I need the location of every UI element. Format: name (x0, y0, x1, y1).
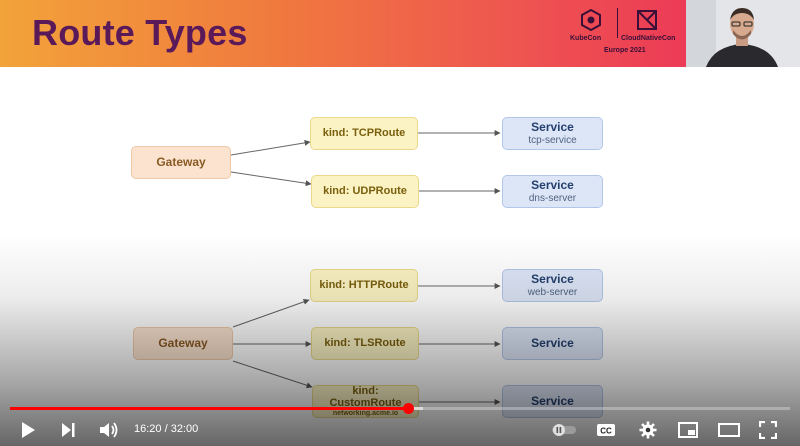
slide-title: Route Types (32, 12, 248, 53)
route-kind-label: kind: TLSRoute (324, 337, 406, 350)
fullscreen-icon (759, 421, 777, 439)
gateway-box: Gateway (131, 146, 231, 179)
captions-label: CC (600, 427, 612, 436)
autoplay-toggle[interactable] (550, 418, 578, 442)
miniplayer-icon (678, 422, 698, 438)
service-name: dns-server (528, 192, 577, 204)
logo-divider (617, 8, 618, 38)
dns-server-box: Service dns-server (502, 175, 603, 208)
theater-icon (718, 423, 740, 437)
tcp-service-box: Service tcp-service (502, 117, 603, 150)
route-kind-label: kind: UDPRoute (323, 185, 407, 198)
gateway-box: Gateway (133, 327, 233, 360)
fullscreen-button[interactable] (756, 418, 780, 442)
tcproute-box: kind: TCPRoute (310, 117, 418, 150)
theater-mode-button[interactable] (716, 418, 742, 442)
cloudnativecon-label: CloudNativeCon (621, 35, 676, 42)
route-kind-label: kind: HTTPRoute (319, 279, 409, 292)
speaker-silhouette-icon (686, 0, 800, 67)
service-title: Service (531, 271, 574, 286)
next-icon (62, 423, 75, 437)
gateway-label: Gateway (156, 154, 206, 169)
play-button[interactable] (16, 418, 40, 442)
speaker-webcam (686, 0, 800, 67)
event-edition: Europe 2021 (604, 47, 646, 54)
web-server-box: Service web-server (502, 269, 603, 302)
autoplay-toggle-icon (552, 424, 576, 436)
service-title: Service (531, 119, 574, 134)
volume-button[interactable] (97, 418, 121, 442)
httproute-box: kind: HTTPRoute (310, 269, 418, 302)
kubecon-label: KubeCon (570, 35, 602, 42)
service-title: Service (531, 335, 574, 350)
time-display: 16:20 / 32:00 (134, 423, 199, 435)
miniplayer-button[interactable] (676, 418, 700, 442)
customroute-box: kind: CustomRoute networking.acme.io (312, 385, 419, 418)
route-kind-label: kind: TCPRoute (322, 127, 406, 140)
gear-icon (639, 421, 657, 439)
service-title: Service (531, 177, 574, 192)
cloudnativecon-logo-icon (637, 10, 657, 30)
route-group-label: networking.acme.io (332, 410, 399, 418)
route-kind-label: kind: (352, 384, 379, 397)
kubecon-logo-icon (581, 9, 601, 31)
settings-button[interactable] (636, 418, 660, 442)
captions-icon: CC (597, 424, 615, 436)
udproute-box: kind: UDPRoute (311, 175, 419, 208)
gateway-label: Gateway (158, 335, 208, 350)
volume-icon (100, 422, 118, 438)
slide-header: Route Types KubeCon CloudNativeCon Europ… (0, 0, 686, 67)
progress-bar[interactable] (10, 403, 790, 414)
tls-service-box: Service (502, 327, 603, 360)
tlsroute-box: kind: TLSRoute (311, 327, 419, 360)
played-bar (10, 407, 408, 410)
captions-button[interactable]: CC (594, 418, 618, 442)
custom-service-box: Service (502, 385, 603, 418)
next-button[interactable] (56, 418, 80, 442)
service-name: web-server (527, 286, 578, 298)
event-logos: KubeCon CloudNativeCon Europe 2021 (566, 6, 684, 62)
play-icon (22, 422, 35, 438)
service-name: tcp-service (528, 134, 577, 146)
scrubber-handle[interactable] (402, 403, 414, 414)
